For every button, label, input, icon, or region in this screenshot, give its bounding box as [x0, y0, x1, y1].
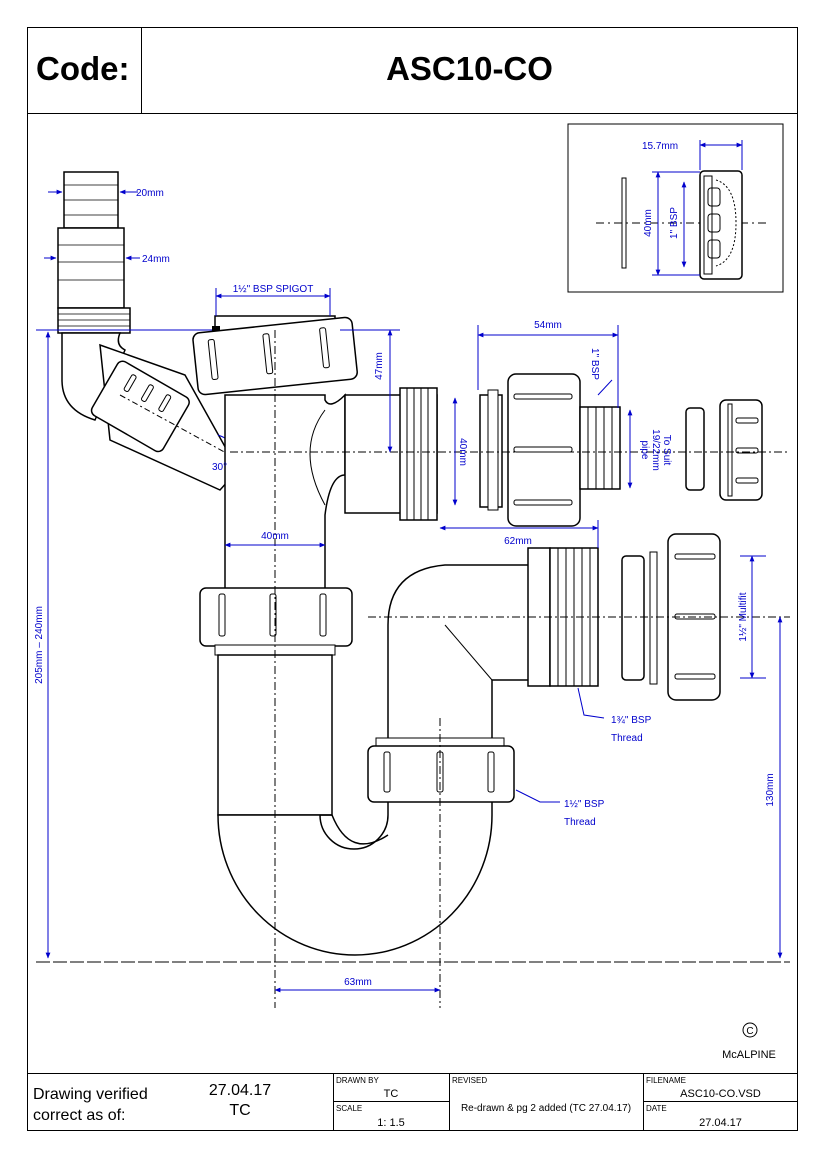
trap-washer-2	[649, 551, 658, 685]
title-block-hrule-2	[643, 1101, 798, 1102]
brand-name: McALPINE	[722, 1049, 776, 1061]
date-value: 27.04.17	[699, 1117, 742, 1129]
verified-date: 27.04.17	[208, 1082, 272, 1099]
title-block-divider-2	[449, 1073, 450, 1131]
revised-label: REVISED	[452, 1076, 488, 1085]
side-spigot	[579, 406, 621, 490]
inset-frame	[567, 123, 784, 293]
label-range: 205mm – 240mm	[34, 606, 45, 684]
drawing-frame	[27, 27, 798, 1131]
title-block	[27, 1073, 798, 1132]
trap-elbow	[387, 564, 541, 741]
side-nut	[507, 373, 581, 527]
label-inset-157: 15.7mm	[642, 141, 678, 152]
label-suit-2: 19/22mm	[650, 429, 661, 471]
label-spigot: 1½" BSP SPIGOT	[233, 284, 314, 295]
hose-connector	[57, 171, 131, 334]
product-code: ASC10-CO	[386, 50, 553, 87]
label-suit-1: To Suit	[661, 435, 672, 466]
label-24mm: 24mm	[142, 254, 170, 265]
drawn-by-label: DRAWN BY	[336, 1076, 379, 1085]
trap-washer	[621, 555, 645, 681]
label-inset-40: 40mm	[643, 209, 654, 237]
label-40mm-v: 40mm	[457, 438, 468, 466]
label-bsp134-2: Thread	[611, 733, 643, 744]
verified-line-2: correct as of:	[33, 1107, 126, 1124]
label-63mm: 63mm	[344, 977, 372, 988]
label-bsp112-1: 1½" BSP	[564, 799, 605, 810]
title-block-divider-3	[643, 1073, 644, 1131]
header-rule	[27, 113, 798, 115]
title-block-divider-1	[333, 1073, 334, 1131]
filename-value: ASC10-CO.VSD	[680, 1088, 761, 1100]
label-multifit: 1½" Multifit	[738, 592, 749, 641]
date-label: DATE	[646, 1104, 667, 1113]
header-divider	[141, 27, 142, 114]
trap-elbow-seam	[444, 624, 493, 681]
copyright-symbol: C	[746, 1026, 753, 1037]
label-bsp134-1: 1¾" BSP	[611, 715, 652, 726]
trap-lower-nut	[367, 745, 515, 803]
label-54mm: 54mm	[534, 320, 562, 331]
label-47mm: 47mm	[374, 352, 385, 380]
main-tee-body	[224, 393, 346, 591]
side-cap	[719, 399, 763, 501]
side-plug-washer	[685, 407, 705, 491]
side-washer-2	[487, 389, 499, 511]
label-inset-bsp: 1" BSP	[669, 207, 680, 239]
label-suit-3: pipe	[639, 441, 650, 460]
filename-label: FILENAME	[646, 1076, 687, 1085]
bsp134-leader	[577, 687, 605, 719]
verified-line-1: Drawing verified	[33, 1086, 148, 1103]
label-130mm: 130mm	[765, 773, 776, 806]
scale-label: SCALE	[336, 1104, 363, 1113]
label-bsp1: 1" BSP	[589, 348, 600, 380]
u-bend	[217, 799, 493, 956]
spigot-nut	[192, 316, 358, 396]
drawn-by-value: TC	[383, 1088, 399, 1100]
label-bsp112-2: Thread	[564, 817, 596, 828]
revised-value: Re-drawn & pg 2 added (TC 27.04.17)	[460, 1103, 632, 1114]
side-outlet-thread	[399, 387, 438, 521]
scale-value: 1: 1.5	[377, 1117, 405, 1129]
label-angle: 30°	[212, 462, 227, 473]
bsp112-leader	[515, 789, 560, 803]
label-62mm: 62mm	[504, 536, 532, 547]
inset-cap	[699, 170, 743, 280]
u-bend-inner	[331, 814, 389, 845]
verified-by: TC	[229, 1102, 251, 1119]
inset-washer	[621, 177, 627, 269]
label-40mm-h: 40mm	[261, 531, 289, 542]
tee-curve	[309, 409, 326, 506]
title-block-hrule-1	[333, 1101, 449, 1102]
code-label: Code:	[36, 50, 130, 87]
dim-bsp1-leader	[597, 379, 613, 396]
main-upper-nut	[199, 587, 353, 647]
copyright-circle	[742, 1022, 758, 1038]
label-20mm: 20mm	[136, 188, 164, 199]
